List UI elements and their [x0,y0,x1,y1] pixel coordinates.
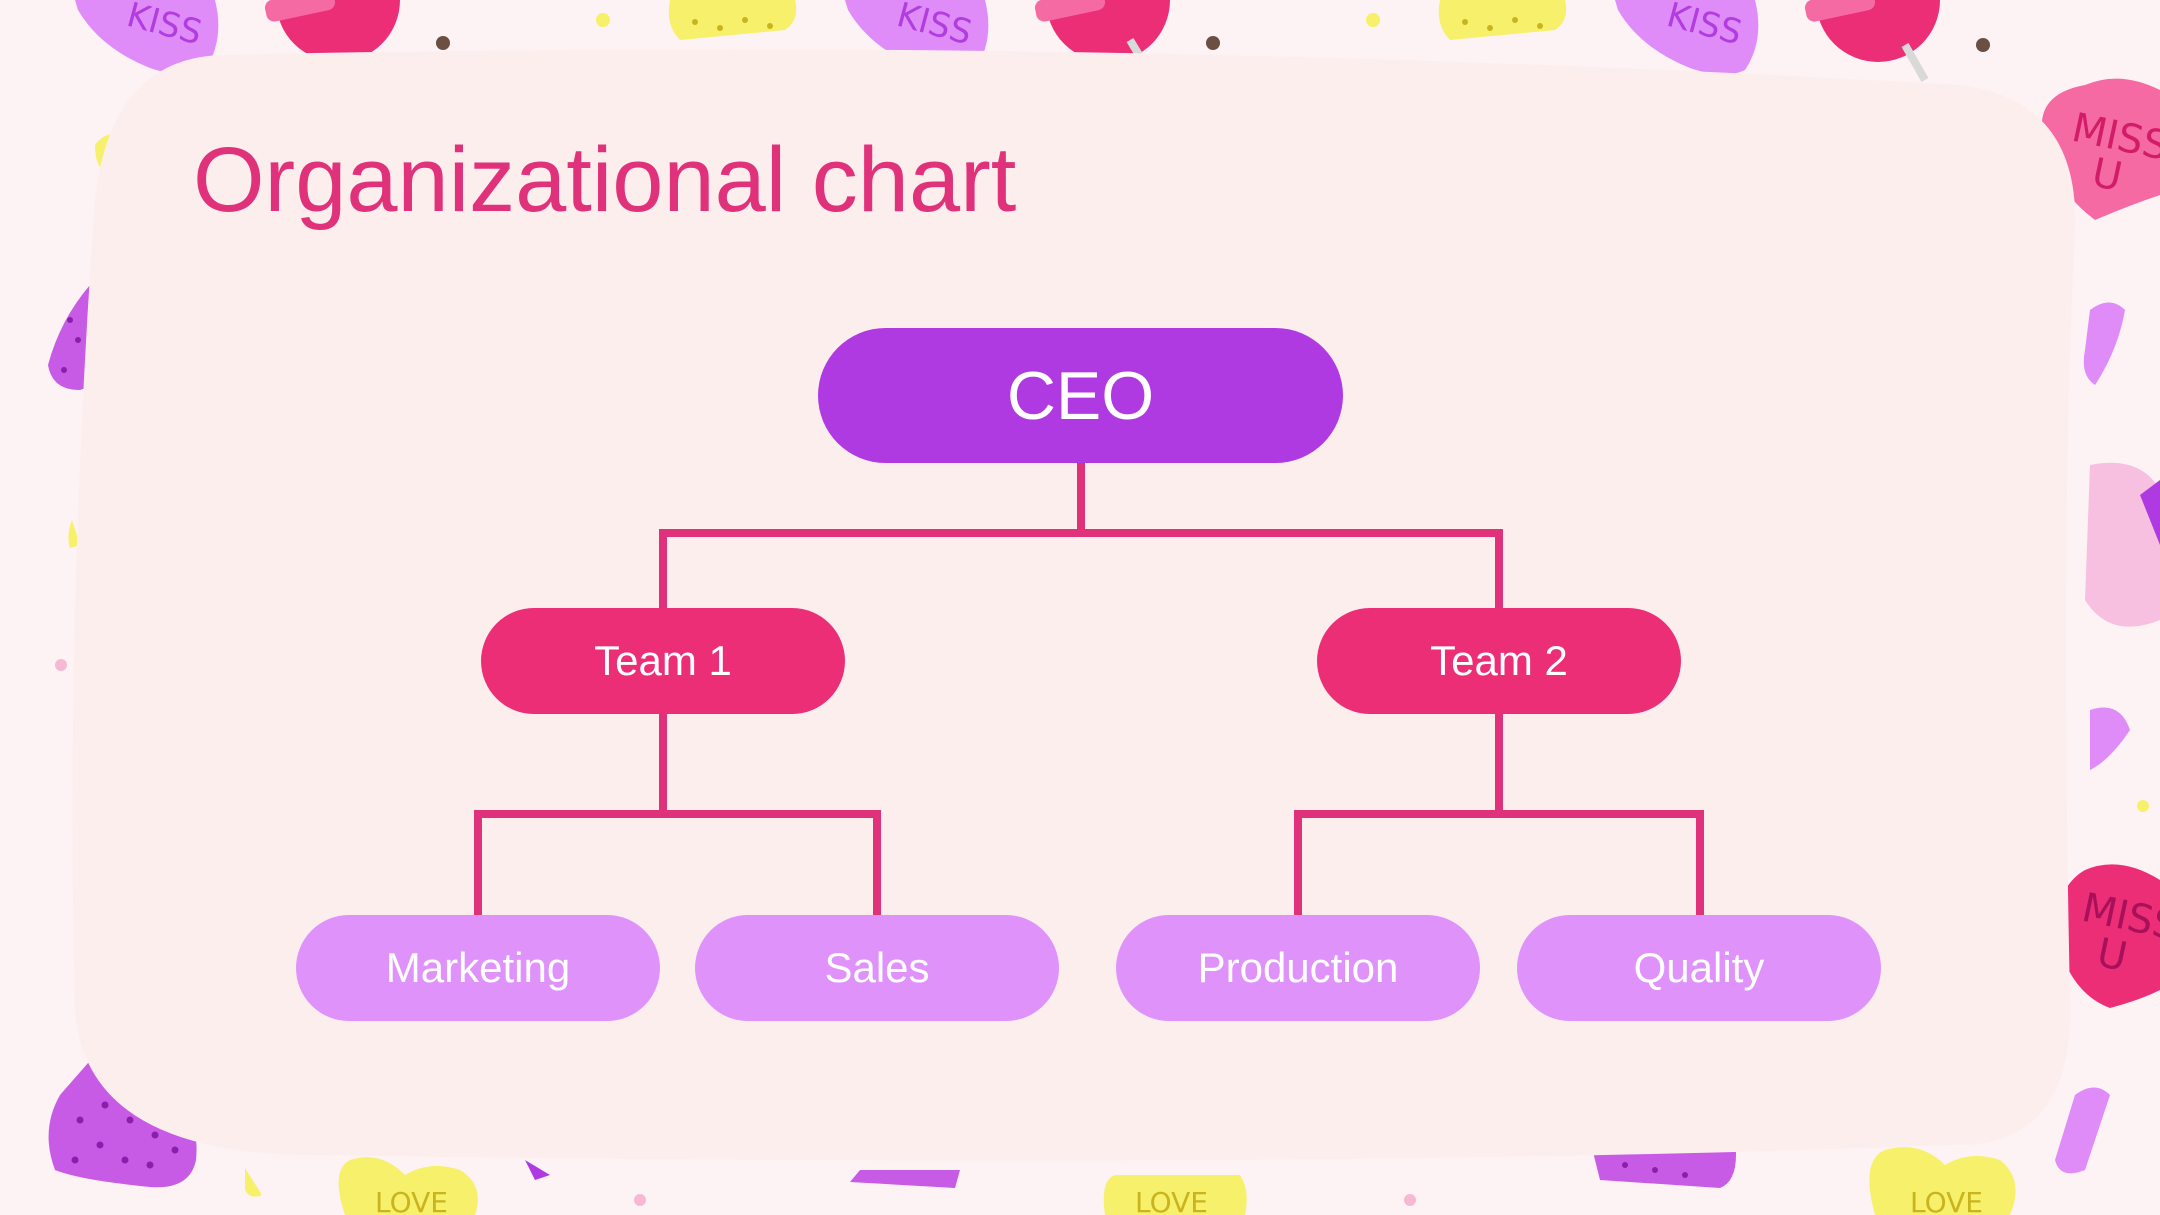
team-2-label: Team 2 [1430,637,1568,684]
quality-label: Quality [1633,944,1765,991]
production-label: Production [1197,944,1399,991]
svg-text:LOVE: LOVE [375,1186,448,1215]
team2-to-departments-connector [1294,710,1704,919]
team-2-node: Team 2 [1317,608,1681,714]
candy-heart-icon: KISS [1615,0,1759,75]
production-node: Production [1116,915,1480,1021]
team1-to-departments-connector [474,710,881,919]
sales-label: Sales [824,944,930,991]
ceo-label: CEO [1006,357,1155,434]
quality-node: Quality [1517,915,1881,1021]
candy-heart-icon: KISS [75,0,219,75]
purple-candy-icon [48,285,95,390]
lollipop-icon [264,0,400,62]
ceo-node: CEO [818,328,1343,463]
page-title: Organizational chart [193,129,1017,231]
ceo-to-teams-connector [659,459,1503,612]
svg-text:LOVE: LOVE [1910,1186,1983,1215]
candy-heart-icon: LOVE [338,1157,478,1215]
candy-heart-icon: LOVE [1869,1147,2016,1215]
marketing-label: Marketing [385,944,571,991]
svg-text:LOVE: LOVE [1135,1186,1208,1215]
sales-node: Sales [695,915,1059,1021]
marketing-node: Marketing [296,915,660,1021]
yellow-candy-icon [1438,0,1567,40]
lollipop-icon [1804,0,1940,82]
candy-heart-icon: LOVE [1103,1175,1247,1215]
lollipop-icon [1034,0,1170,68]
candy-heart-icon: MISS U [2057,864,2160,1008]
team-1-node: Team 1 [481,608,845,714]
team-1-label: Team 1 [594,637,732,684]
yellow-candy-icon [668,0,797,40]
